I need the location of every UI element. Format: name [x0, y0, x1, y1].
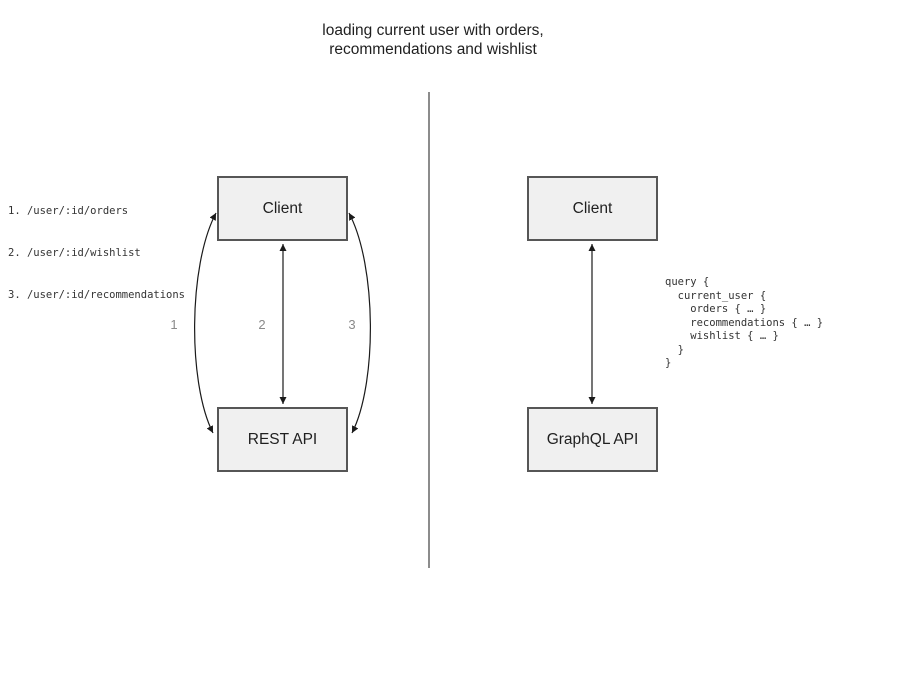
- arrow-label-2: 2: [258, 317, 266, 332]
- title-line-2: recommendations and wishlist: [329, 41, 537, 58]
- rest-arrow-1-curve: [194, 212, 217, 434]
- rest-api-box-label: REST API: [247, 430, 318, 448]
- endpoint-orders: 1. /user/:id/orders: [8, 205, 129, 217]
- graphql-client-box-label: Client: [572, 199, 613, 217]
- graphql-api-box-label: GraphQL API: [546, 430, 639, 448]
- endpoint-wishlist: 2. /user/:id/wishlist: [8, 247, 141, 259]
- title-line-1: loading current user with orders,: [322, 22, 544, 39]
- rest-api-box: REST API: [217, 407, 348, 472]
- diagram-title: loading current user with orders, recomm…: [233, 21, 633, 59]
- arrow-label-3: 3: [348, 317, 356, 332]
- graphql-query-code: query { current_user { orders { … } reco…: [665, 276, 824, 369]
- graphql-api-box: GraphQL API: [527, 407, 658, 472]
- rest-client-box: Client: [217, 176, 348, 241]
- graphql-client-box: Client: [527, 176, 658, 241]
- rest-endpoints-list: 1. /user/:id/orders 2. /user/:id/wishlis…: [8, 176, 185, 330]
- arrow-label-1: 1: [170, 317, 178, 332]
- rest-client-box-label: Client: [262, 199, 303, 217]
- rest-arrow-3-curve: [348, 212, 371, 434]
- endpoint-recommendations: 3. /user/:id/recommendations: [8, 289, 186, 301]
